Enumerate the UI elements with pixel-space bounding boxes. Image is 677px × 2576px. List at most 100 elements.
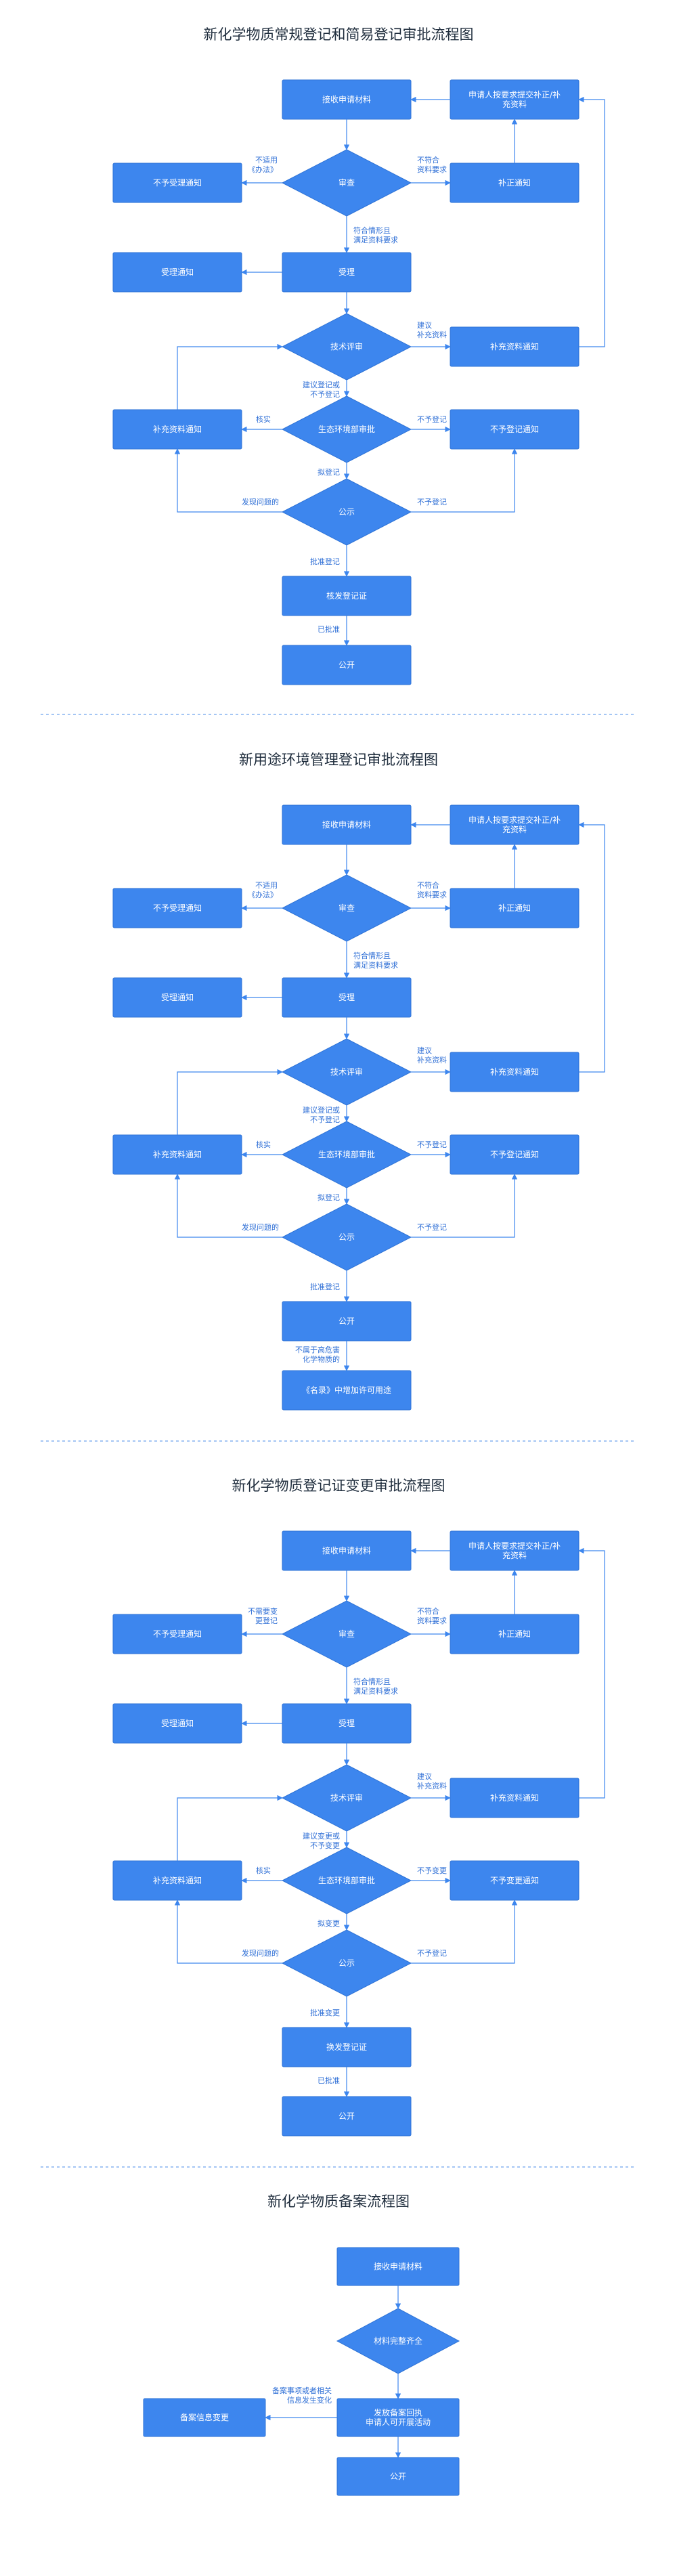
receive-label: 接收申请材料 [322,819,371,830]
issue-label: 公开 [338,1316,355,1326]
final-label: 《名录》中增加许可用途 [302,1385,391,1395]
edge-publicity-suppleft [174,1899,282,1964]
label-not-reg2: 不予登记 [417,1948,447,1958]
correction-label: 补正通知 [498,1629,531,1639]
supp-material-label: 补充资料通知 [490,1067,539,1077]
receive-label: 接收申请材料 [322,1545,371,1555]
label-approve-reg: 拟登记 [318,1193,340,1202]
no-register-label: 不予登记通知 [490,1149,539,1159]
process-label: 受理 [338,993,355,1002]
publicity-label: 公示 [338,507,355,517]
label-suggest-reg: 建议登记或不予登记 [303,380,340,399]
review-label: 审查 [338,903,355,913]
tech-review-label: 技术评审 [330,1067,363,1077]
label-verify: 核实 [256,414,271,424]
label-approve-reg2: 批准登记 [310,557,340,566]
label-verify: 核实 [256,1866,271,1875]
label-not-meet: 不符合资料要求 [417,880,447,899]
edge-suppleft-tech [177,1069,283,1135]
label-not-meet: 不符合资料要求 [417,155,447,174]
filing-change-label: 备案信息变更 [180,2412,229,2422]
label-not-reg: 不予变更 [417,1866,447,1875]
filing-title: 新化学物质备案流程图 [267,2193,410,2210]
label-not-applicable: 不适用《办法》 [248,881,278,899]
label-problem: 发现问题的 [242,497,279,507]
filing-issue-label: 发放备案回执申请人可开展活动 [366,2407,431,2427]
accept-notice-label: 受理通知 [161,993,194,1002]
no-register-label: 不予登记通知 [490,424,539,434]
supplement-submit-label: 申请人按要求提交补正/补充资料 [468,89,561,109]
reject-label: 不予受理通知 [153,903,202,913]
edge-supp-loop [578,821,605,1073]
filing-public-label: 公开 [390,2472,406,2481]
supp-material-label: 补充资料通知 [490,1793,539,1803]
label-suggest-reg: 建议变更或不予变更 [303,1831,340,1850]
edge-supp-loop [578,96,605,347]
label-suggest-supp: 建议补充资料 [417,1046,447,1065]
edge-suppleft-tech [177,343,283,410]
reject-label: 不予受理通知 [153,1629,202,1639]
flowchart-title: 新化学物质常规登记和简易登记审批流程图 [204,26,474,43]
label-approved: 已批准 [318,624,340,634]
publicity-label: 公示 [338,1958,355,1968]
eco-approval-label: 生态环境部审批 [318,1875,375,1885]
supplement-submit-label: 申请人按要求提交补正/补充资料 [468,1541,561,1560]
label-not-applicable: 不适用《办法》 [248,156,278,174]
issue-label: 核发登记证 [326,591,367,601]
reject-label: 不予受理通知 [153,178,202,188]
edge-publicity-noreg [411,448,518,513]
filing-receive-label: 接收申请材料 [374,2261,422,2271]
label-not-reg2: 不予登记 [417,1222,447,1232]
label-approved: 不属于高危害化学物质的 [295,1345,340,1364]
accept-notice-label: 受理通知 [161,1719,194,1728]
accept-notice-label: 受理通知 [161,267,194,277]
edge-publicity-suppleft [174,448,282,513]
label-not-applicable: 不需要变更登记 [248,1606,278,1625]
label-approved: 已批准 [318,2076,340,2085]
label-approve-reg2: 批准变更 [310,2008,340,2017]
label-not-reg2: 不予登记 [417,497,447,507]
process-label: 受理 [338,1719,355,1728]
publicity-label: 公示 [338,1232,355,1242]
edge-suppleft-tech [177,1795,283,1861]
label-meet: 符合情形且满足资料要求 [353,951,398,970]
supp-left-label: 补充资料通知 [153,1149,202,1159]
label-not-reg: 不予登记 [417,1140,447,1149]
label-approve-reg2: 批准登记 [310,1282,340,1291]
label-verify: 核实 [256,1140,271,1149]
label-suggest-reg: 建议登记或不予登记 [303,1105,340,1124]
supplement-submit-label: 申请人按要求提交补正/补充资料 [468,815,561,834]
no-register-label: 不予变更通知 [490,1875,539,1885]
label-problem: 发现问题的 [242,1948,279,1958]
label-approve-reg: 拟登记 [318,467,340,477]
edge-publicity-noreg [411,1174,518,1238]
label-suggest-supp: 建议补充资料 [417,1772,447,1790]
label-meet: 符合情形且满足资料要求 [353,226,398,244]
filing-complete-label: 材料完整齐全 [374,2336,422,2346]
supp-left-label: 补充资料通知 [153,424,202,434]
label-not-meet: 不符合资料要求 [417,1606,447,1625]
review-label: 审查 [338,177,355,188]
final-label: 公开 [338,660,355,670]
label-suggest-supp: 建议补充资料 [417,320,447,339]
receive-label: 接收申请材料 [322,94,371,104]
label-meet: 符合情形且满足资料要求 [353,1677,398,1696]
tech-review-label: 技术评审 [330,341,363,351]
issue-label: 换发登记证 [326,2042,367,2052]
supp-material-label: 补充资料通知 [490,341,539,351]
correction-label: 补正通知 [498,178,531,188]
label-approve-reg: 拟变更 [318,1918,340,1928]
label-change-cond: 备案事项或者相关信息发生变化 [272,2386,332,2405]
tech-review-label: 技术评审 [330,1793,363,1803]
flowchart-title: 新用途环境管理登记审批流程图 [239,752,438,768]
flowchart-title: 新化学物质登记证变更审批流程图 [232,1478,445,1494]
review-label: 审查 [338,1629,355,1639]
eco-approval-label: 生态环境部审批 [318,1149,375,1159]
supp-left-label: 补充资料通知 [153,1875,202,1885]
label-not-reg: 不予登记 [417,414,447,424]
edge-publicity-noreg [411,1899,518,1964]
final-label: 公开 [338,2111,355,2121]
process-label: 受理 [338,267,355,277]
eco-approval-label: 生态环境部审批 [318,424,375,434]
